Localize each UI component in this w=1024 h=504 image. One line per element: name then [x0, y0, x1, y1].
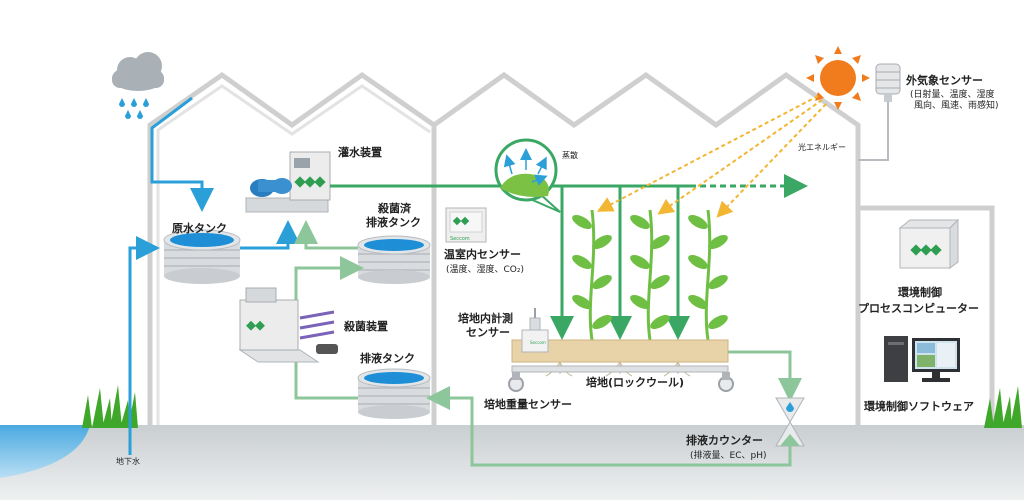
plant-leaf: [650, 315, 670, 329]
plant-leaf: [572, 215, 592, 229]
outdoor-weather-sensor: [875, 63, 901, 102]
plant-stem: [646, 209, 654, 341]
label-medium-sensor-1: 培地内計測: [458, 311, 513, 325]
raw-water-tank: [163, 229, 241, 284]
drain-to-sterilizer-pipe: [294, 360, 358, 400]
label-drain-counter-sub: (排液量、EC、pH): [690, 449, 766, 461]
plant-leaf: [592, 275, 612, 289]
evaporation-bubble: [494, 138, 561, 213]
control-computer: [898, 218, 960, 269]
label-medium-weight-sensor: 培地重量センサー: [484, 397, 572, 411]
greenhouse-sensor: [445, 207, 487, 243]
label-sterilized-1: 殺菌済: [377, 201, 412, 215]
control-pc: [884, 336, 960, 382]
sensor-brand-text: Seccom: [450, 236, 470, 242]
plant-leaf: [688, 295, 708, 309]
label-control-computer-2: プロセスコンピューター: [858, 301, 979, 315]
drain-tank: [357, 368, 431, 419]
label-light-energy: 光エネルギー: [798, 142, 846, 152]
plant-leaf: [572, 255, 592, 269]
sterilizer-device: [238, 287, 338, 363]
label-evaporation: 蒸散: [562, 150, 578, 160]
sprinkler-device: [244, 151, 331, 213]
plant-stem: [588, 209, 596, 341]
label-outdoor-sensor-sub1: (日射量、温度、湿度: [910, 88, 995, 100]
medium-sensor-brand-text: Seccom: [530, 340, 546, 345]
groundwater-pipe: [128, 236, 160, 455]
plant-leaf: [630, 295, 650, 309]
label-raw-tank: 原水タンク: [172, 221, 227, 235]
brand-logo-icon: [294, 176, 326, 188]
water-body: [0, 425, 90, 478]
plant-leaf: [688, 215, 708, 229]
label-sprinkler: 灌水装置: [338, 145, 382, 159]
plant-leaf: [630, 255, 650, 269]
plant-leaf: [630, 215, 650, 229]
greenhouse-inner-roof: [156, 84, 431, 425]
greenhouse-outline: [147, 71, 861, 425]
plant-leaf: [650, 235, 670, 249]
counter-to-drain-pipe: [426, 386, 792, 467]
grass-right: [984, 386, 1022, 428]
label-greenhouse-sensor-sub: (温度、湿度、CO₂): [446, 263, 524, 275]
sun-icon: [806, 46, 870, 110]
label-sterilizer: 殺菌装置: [343, 319, 388, 333]
light-rays: [596, 95, 827, 218]
plant-stem: [704, 209, 712, 341]
label-sterilized-2: 排液タンク: [366, 215, 421, 229]
label-drain-counter: 排液カウンター: [686, 433, 763, 447]
plant-leaf: [708, 275, 728, 289]
label-control-software: 環境制御ソフトウェア: [864, 399, 974, 413]
plant-leaf: [688, 255, 708, 269]
plant-leaf: [708, 315, 728, 329]
label-groundwater: 地下水: [116, 456, 140, 466]
grass-left: [82, 385, 138, 428]
plant-leaf: [708, 235, 728, 249]
outdoor-sensor-cable: [858, 102, 889, 161]
plant-leaf: [572, 295, 592, 309]
plant-leaf: [592, 315, 612, 329]
ground: [0, 425, 1024, 500]
drain-counter: [775, 397, 805, 447]
label-outdoor-sensor-sub2: 風向、風速、雨感知): [914, 99, 999, 111]
plant-leaf: [592, 235, 612, 249]
label-medium: 培地(ロックウール): [586, 375, 684, 389]
plant-leaf: [650, 275, 670, 289]
label-drain-tank: 排液タンク: [360, 351, 415, 365]
rain-pipe: [150, 96, 214, 212]
sterilized-to-sprinkler-pipe: [294, 220, 358, 250]
label-greenhouse-sensor: 温室内センサー: [444, 247, 521, 261]
rain-cloud-icon: [112, 52, 164, 119]
label-medium-sensor-2: センサー: [466, 326, 510, 339]
sterilizer-to-tank-pipe: [294, 256, 364, 300]
sterilized-drain-tank: [357, 235, 431, 284]
growing-medium: [508, 339, 734, 392]
raw-to-sprinkler-pipe: [240, 220, 300, 250]
medium-to-counter-pipe: [728, 350, 802, 402]
medium-sensor: [521, 308, 549, 353]
label-control-computer-1: 環境制御: [898, 285, 942, 299]
plants: [572, 209, 728, 341]
control-room-outline: [858, 205, 995, 425]
label-outdoor-sensor: 外気象センサー: [905, 73, 983, 87]
